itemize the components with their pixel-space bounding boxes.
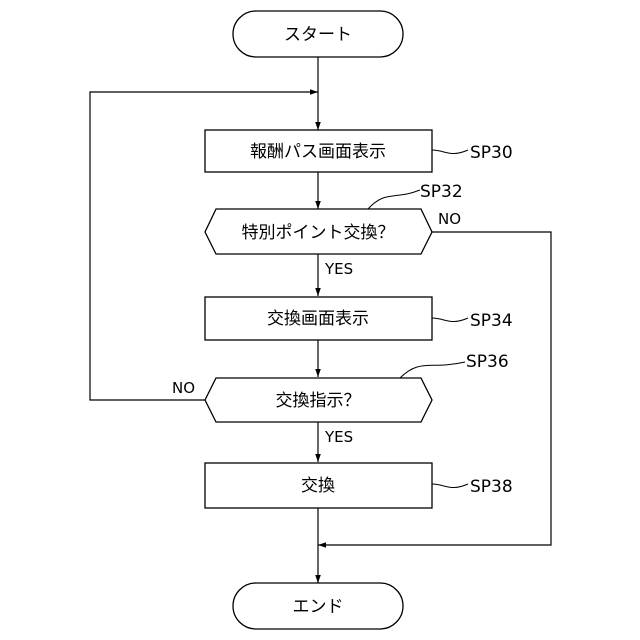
process-box-sp34: 交換画面表示 — [205, 297, 432, 340]
sp36-no-label: NO — [172, 379, 195, 397]
sp32-no-label: NO — [438, 210, 461, 228]
leader-sp32 — [368, 190, 420, 209]
start-terminal: スタート — [233, 11, 403, 57]
leader-sp36 — [400, 362, 465, 378]
start-label: スタート — [284, 25, 352, 45]
ref-sp30: SP30 — [470, 143, 513, 163]
leader-sp38 — [432, 484, 468, 488]
sp32-yes-label: YES — [324, 260, 353, 278]
end-terminal: エンド — [233, 583, 403, 629]
leader-sp34 — [432, 318, 468, 322]
sp36-label: 交換指示？ — [276, 391, 361, 411]
decision-sp32: 特別ポイント交換？ — [205, 209, 432, 254]
sp38-label: 交換 — [301, 476, 335, 496]
ref-sp36: SP36 — [466, 352, 509, 372]
decision-sp36: 交換指示？ — [205, 378, 432, 422]
sp34-label: 交換画面表示 — [267, 309, 369, 329]
ref-sp34: SP34 — [470, 311, 513, 331]
leader-sp30 — [432, 150, 468, 154]
ref-sp32: SP32 — [420, 182, 463, 202]
sp30-label: 報酬パス画面表示 — [250, 142, 386, 162]
ref-sp38: SP38 — [470, 477, 513, 497]
process-box-sp30: 報酬パス画面表示 — [205, 130, 432, 172]
sp32-label: 特別ポイント交換？ — [242, 223, 395, 243]
end-label: エンド — [293, 597, 344, 617]
process-box-sp38: 交換 — [205, 463, 432, 508]
sp36-yes-label: YES — [324, 428, 353, 446]
